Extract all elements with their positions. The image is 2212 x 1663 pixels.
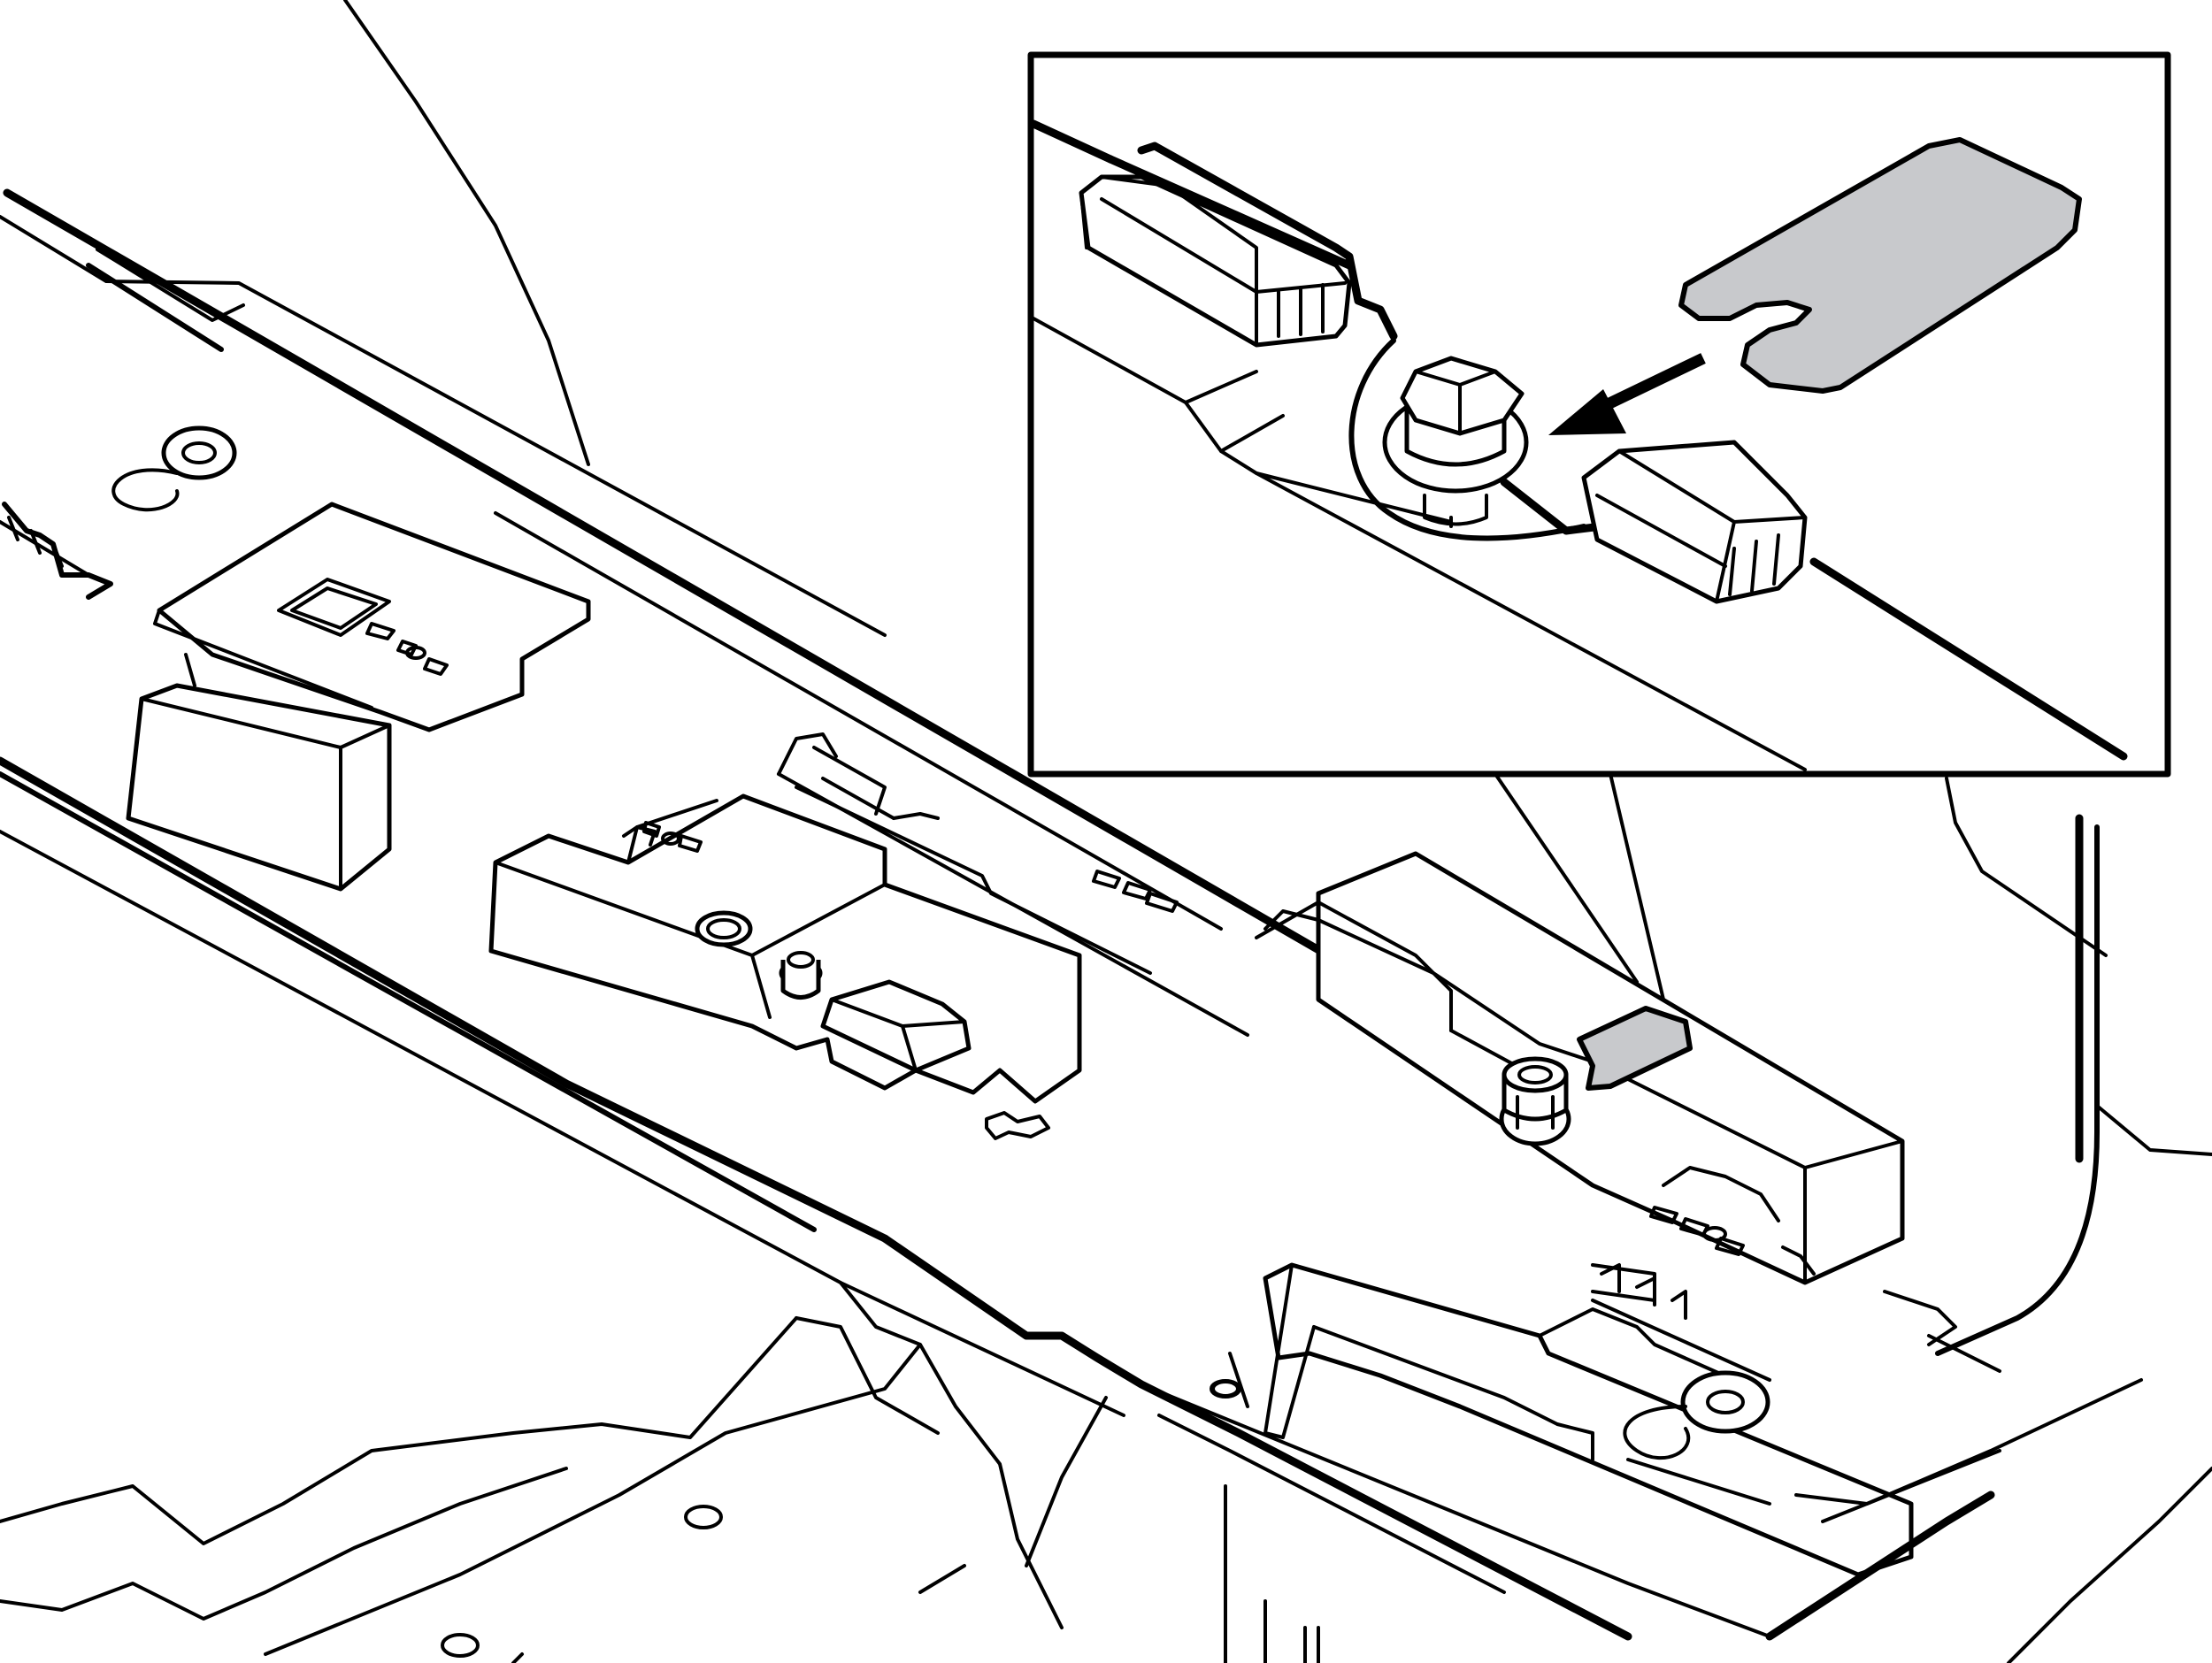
hose-line	[343, 0, 590, 466]
slotted-bar	[777, 732, 1249, 1037]
left-bracket	[0, 502, 113, 600]
insertion-arrow	[1548, 353, 1706, 435]
hex-flange-bolt-detail	[1382, 356, 1529, 528]
center-housing	[488, 793, 1082, 1140]
shim-plate-detail	[1678, 137, 2082, 394]
right-panel	[1765, 777, 2212, 1663]
detail-inset	[1027, 51, 2171, 778]
shim-plate	[1577, 1006, 1693, 1091]
bolt-main	[1499, 1056, 1571, 1146]
upper-rail	[0, 188, 1509, 1061]
callout-pointer	[1494, 772, 1665, 1001]
detail-right-block	[1581, 440, 1808, 604]
left-washer	[111, 425, 237, 512]
rear-block	[1255, 851, 1905, 1285]
left-mount-block	[126, 502, 591, 892]
right-mount-block	[1211, 1262, 1914, 1577]
floor-panel	[0, 1281, 1320, 1663]
detail-left-block	[1079, 142, 1398, 348]
